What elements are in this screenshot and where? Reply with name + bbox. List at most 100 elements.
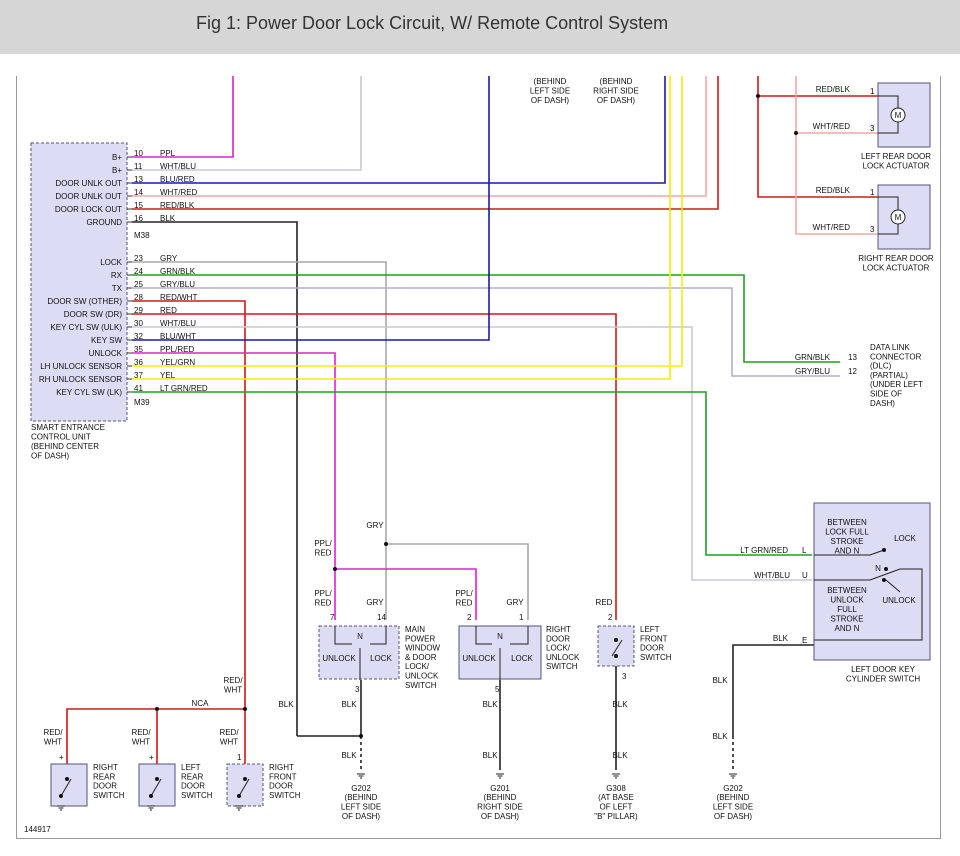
seu-pin-number: 37 [134, 371, 143, 380]
seu-wire-label: GRY [160, 254, 178, 263]
motor-label: M [895, 111, 902, 120]
red-wht-junction-label: RED/ [223, 676, 243, 685]
door-switch-contact [60, 778, 72, 797]
main-sw-contact [370, 626, 387, 645]
seu-pin-number: 35 [134, 345, 143, 354]
wire-red-door-sw-dr [132, 313, 617, 620]
seu-wire-label: GRY/BLU [160, 280, 195, 289]
main-sw-lock: LOCK [370, 654, 392, 663]
left-front-sw-wire-red: RED [596, 598, 613, 607]
junction-dot [155, 777, 159, 781]
seu-pin-label: TX [112, 284, 123, 293]
dlc-name: (PARTIAL) [870, 371, 908, 380]
ground-location: OF DASH) [342, 812, 381, 821]
note-behind-left-dash: LEFT SIDE [530, 87, 570, 96]
main-sw-pin-7: 7 [330, 613, 335, 622]
wire-grn-blk-rx [132, 274, 840, 363]
seu-pin-number: 29 [134, 306, 143, 315]
key-cyl-contact [814, 549, 885, 556]
seu-pin-label: KEY CYL SW (ULK) [50, 323, 122, 332]
ground-location: RIGHT SIDE [477, 803, 523, 812]
seu-pin-label: DOOR SW (DR) [64, 310, 123, 319]
main-sw-name: MAIN [405, 625, 425, 634]
ground-id: G308 [606, 784, 626, 793]
actuator-wire [878, 196, 899, 210]
door-switch-pin: 1 [237, 753, 242, 762]
actuator-wire-label: RED/BLK [816, 85, 851, 94]
actuator-wire [878, 95, 899, 108]
right-sw-name: RIGHT [546, 625, 571, 634]
right-sw-pin-5: 5 [495, 685, 500, 694]
wire-ppl-b-plus [132, 76, 234, 158]
ground-id: G202 [723, 784, 743, 793]
seu-pin-number: 30 [134, 319, 143, 328]
main-sw-unlock: UNLOCK [322, 654, 356, 663]
dlc-wire-label: GRY/BLU [795, 367, 830, 376]
note-behind-left-dash: (BEHIND [534, 77, 567, 86]
seu-wire-label: LT GRN/RED [160, 384, 208, 393]
seu-wire-label: WHT/BLU [160, 162, 196, 171]
seu-pin-label: DOOR UNLK OUT [55, 192, 122, 201]
wire-gry-lock [132, 261, 387, 620]
key-cyl-wire-u: WHT/BLU [754, 571, 790, 580]
left-front-sw-contact [611, 639, 623, 657]
seu-connector-m38: M38 [134, 231, 150, 240]
door-switch-wire-label: RED/ [43, 728, 63, 737]
seu-pin-number: 11 [134, 162, 143, 171]
right-sw-name: SWITCH [546, 662, 578, 671]
right-sw-name: DOOR [546, 634, 570, 643]
main-sw-wire-ppl-red: RED [315, 599, 332, 608]
key-cyl-name: CYLINDER SWITCH [846, 675, 920, 684]
main-sw-name: & DOOR [405, 653, 437, 662]
seu-wire-label: WHT/RED [160, 188, 198, 197]
seu-pin-label: KEY SW [91, 336, 122, 345]
door-switch-name: LEFT [181, 763, 201, 772]
main-sw-pin-14: 14 [377, 613, 386, 622]
wires [66, 76, 878, 773]
right-sw-contact [510, 626, 529, 645]
junction-wht-red [794, 131, 798, 135]
seu-wire-label: BLU/RED [160, 175, 195, 184]
blk-wire-label: BLK [278, 700, 294, 709]
seu-pin-number: 23 [134, 254, 143, 263]
seu-pin-number: 16 [134, 214, 143, 223]
diagram-frame [16, 76, 941, 839]
left-front-sw-pin-2: 2 [608, 613, 613, 622]
door-switch-name: SWITCH [93, 791, 125, 800]
key-cyl-lock-label: LOCK [894, 534, 916, 543]
seu-pin-label: RX [111, 271, 123, 280]
key-cyl-pin-l: L [802, 546, 807, 555]
key-cyl-lower-text: FULL [837, 605, 857, 614]
junction-dot [237, 794, 241, 798]
right-sw-lock: LOCK [511, 654, 533, 663]
left-front-sw-pin-3: 3 [622, 672, 627, 681]
actuator-wire [878, 122, 899, 134]
ground-location: (BEHIND [717, 793, 750, 802]
wire-lt-grn-red-key-lk [132, 391, 812, 556]
seu-pin-number: 13 [134, 175, 143, 184]
seu-wire-label: GRN/BLK [160, 267, 196, 276]
actuator-wire [878, 224, 899, 235]
seu-wire-label: RED [160, 306, 177, 315]
right-sw-contact [475, 626, 492, 645]
main-sw-wire-gry: GRY [366, 598, 384, 607]
seu-pin-label: UNLOCK [89, 349, 123, 358]
actuator-pin: 1 [870, 188, 875, 197]
right-sw-unlock: UNLOCK [462, 654, 496, 663]
blk-wire-label: BLK [612, 700, 628, 709]
actuator-name: RIGHT REAR DOOR [858, 254, 934, 263]
smart-entrance-control-unit [30, 142, 128, 422]
seu-pin-number: 25 [134, 280, 143, 289]
right-sw-wire-gry: GRY [506, 598, 524, 607]
wire-wht-blu-b-plus [132, 76, 362, 171]
note-behind-right-dash: (BEHIND [600, 77, 633, 86]
components [30, 82, 931, 807]
blk-wire-label: BLK [482, 751, 498, 760]
door-switch-1 [50, 763, 88, 807]
door-switch-name: FRONT [269, 772, 297, 781]
door-switch-name: DOOR [93, 782, 117, 791]
seu-name: (BEHIND CENTER [31, 442, 99, 451]
ground-location: OF DASH) [714, 812, 753, 821]
